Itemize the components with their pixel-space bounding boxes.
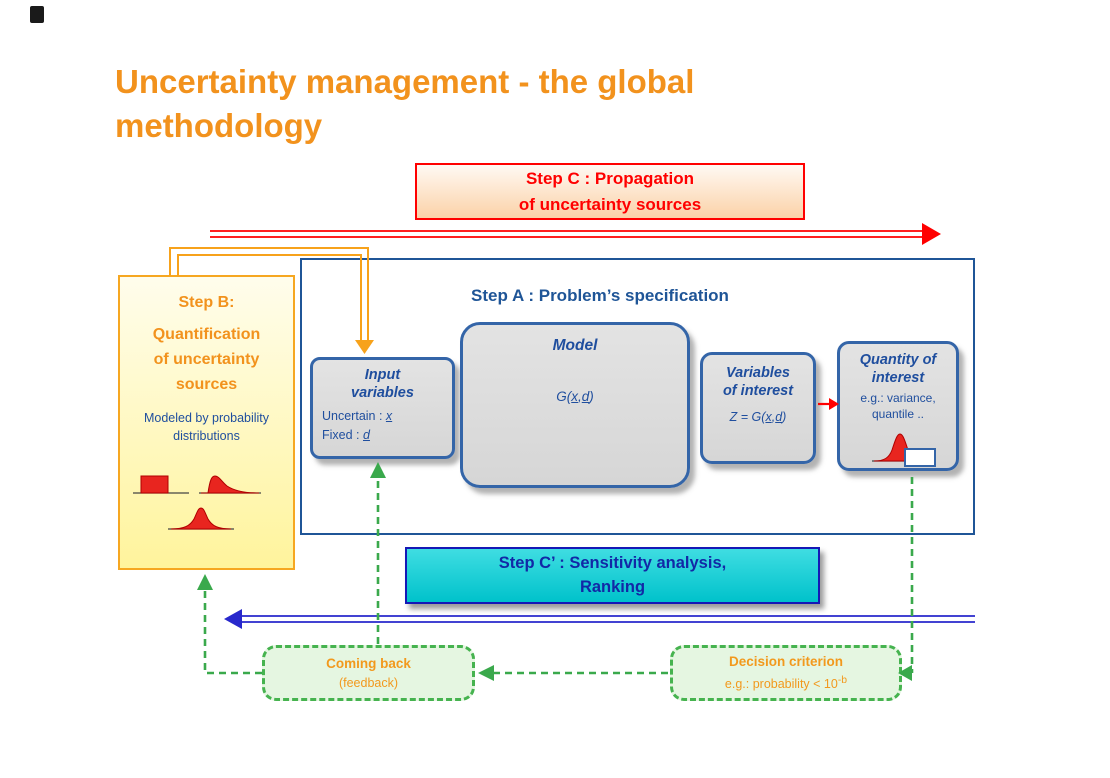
normal-distribution-icon (168, 507, 234, 530)
uncertain-line: Uncertain : x (322, 409, 393, 424)
variables-formula: Z = G(x,d) (729, 410, 787, 425)
step-b-note-line1: Modeled by probability (143, 411, 270, 426)
decision-criterion-title: Decision criterion (728, 654, 844, 670)
coming-back-box: Coming back (feedback) (262, 645, 475, 701)
skewed-distribution-icon (199, 475, 261, 494)
quantity-of-interest-title: Quantity of interest (859, 352, 937, 387)
arrowhead-left-comingback (478, 665, 494, 681)
step-c-prime-line1: Step C’ : Sensitivity analysis, (498, 553, 727, 572)
input-variables-details: Uncertain : x Fixed : d (313, 407, 452, 445)
decision-criterion-example: e.g.: probability < 10-b (724, 674, 848, 691)
step-b-heading: Step B: (178, 294, 235, 311)
model-title: Model (552, 337, 598, 354)
step-b-note-line2: distributions (173, 428, 240, 443)
step-b-line: of uncertainty (153, 350, 260, 368)
step-c-propagation-box: Step C : Propagation of uncertainty sour… (415, 163, 805, 220)
step-b-note: Modeled by probability distributions (120, 410, 293, 445)
step-b-box: Step B: Quantification of uncertainty so… (118, 275, 295, 570)
step-a-title: Step A : Problem’s specification (471, 286, 729, 305)
step-c-prime-box: Step C’ : Sensitivity analysis, Ranking (405, 547, 820, 604)
model-formula: G(x,d) (556, 389, 594, 405)
decision-criterion-box: Decision criterion e.g.: probability < 1… (670, 645, 902, 701)
input-variables-box: Input variables Uncertain : x Fixed : d (310, 357, 455, 459)
quantile-marker-box (904, 448, 936, 467)
corner-mark (30, 6, 44, 23)
step-c-line1: Step C : Propagation (525, 169, 695, 188)
quantity-examples: e.g.: variance, quantile .. (860, 391, 936, 422)
fixed-line: Fixed : d (322, 428, 370, 442)
step-b-line: Quantification (152, 326, 261, 343)
step-b-line: sources (175, 375, 238, 393)
quantity-of-interest-box: Quantity of interest e.g.: variance, qua… (837, 341, 959, 471)
step-c-prime-line2: Ranking (579, 577, 646, 596)
variables-of-interest-box: Variables of interest Z = G(x,d) (700, 352, 816, 464)
uniform-distribution-icon (133, 475, 189, 494)
coming-back-subtitle: (feedback) (338, 675, 399, 690)
input-variables-title: Input variables (351, 367, 414, 402)
variables-of-interest-title: Variables of interest (722, 365, 794, 400)
propagation-arrow (210, 223, 941, 245)
coming-back-title: Coming back (326, 655, 411, 671)
step-c-line2: of uncertainty sources (518, 194, 702, 214)
model-box: Model G(x,d) (460, 322, 690, 488)
comingback-to-stepb-line (203, 588, 262, 675)
page-title: Uncertainty management - the global meth… (115, 63, 695, 144)
arrowhead-up-stepb (197, 574, 213, 590)
sensitivity-return-arrow (224, 609, 975, 629)
